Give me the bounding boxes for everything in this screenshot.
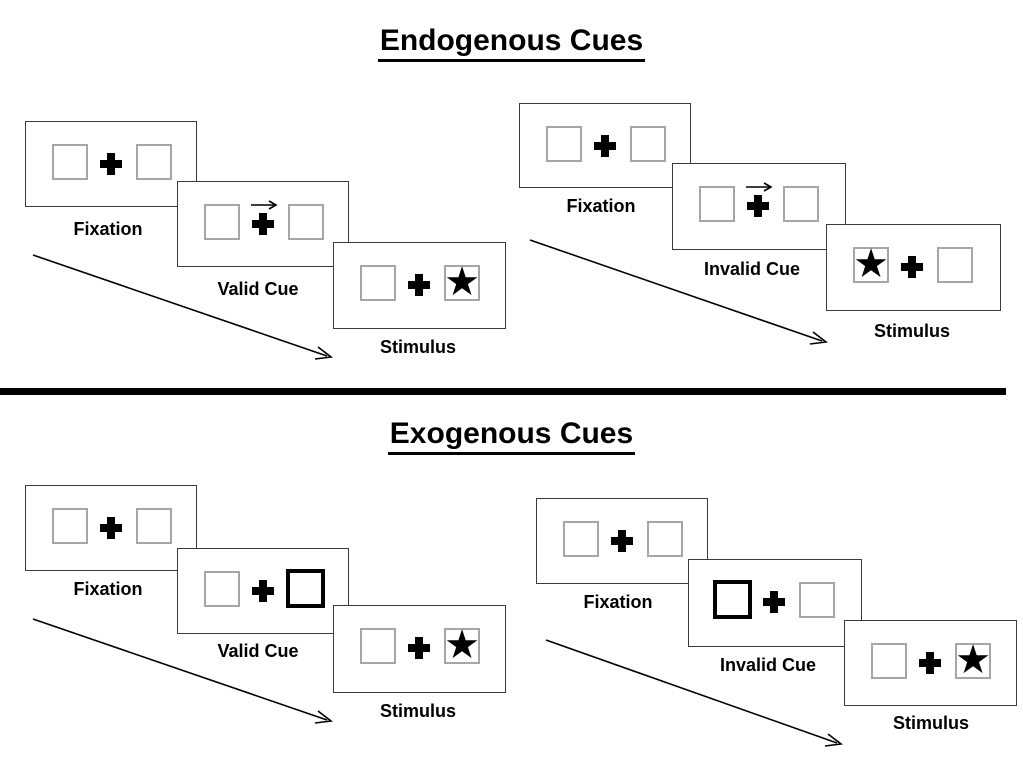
section-divider <box>0 388 1006 395</box>
right-box <box>136 144 172 180</box>
fixation-panel <box>519 103 691 188</box>
target-star-icon: ★ <box>444 259 480 305</box>
exogenous-title: Exogenous Cues <box>0 417 1023 455</box>
stimulus-label: Stimulus <box>873 321 951 341</box>
left-box <box>52 508 88 544</box>
fixation-cross-icon <box>901 256 923 278</box>
fixation-cross-icon <box>611 530 633 552</box>
fixation-panel <box>25 485 197 571</box>
cue-label: Invalid Cue <box>703 259 801 279</box>
target-star-icon: ★ <box>955 637 991 683</box>
left-box <box>871 643 907 679</box>
cue-panel <box>177 548 349 634</box>
fixation-cross-icon <box>408 637 430 659</box>
fixation-cross-icon <box>747 195 769 217</box>
fixation-cross-icon <box>252 580 274 602</box>
stimulus-panel: ★ <box>333 242 506 329</box>
cue-arrow-icon <box>746 182 773 192</box>
cue-panel <box>672 163 846 250</box>
cue-label: Invalid Cue <box>719 655 817 675</box>
fixation-cross-icon <box>408 274 430 296</box>
fixation-cross-icon <box>252 213 274 235</box>
fixation-label: Fixation <box>566 196 636 216</box>
cue-box-bold <box>286 569 325 608</box>
right-box: ★ <box>955 637 991 683</box>
left-box <box>204 204 240 240</box>
right-box <box>799 582 835 618</box>
endogenous-title: Endogenous Cues <box>0 24 1023 62</box>
sequence-arrow-icon <box>545 639 844 747</box>
stimulus-panel: ★ <box>826 224 1001 311</box>
sequence-arrow-icon <box>32 254 334 360</box>
left-box <box>360 628 396 664</box>
fixation-panel <box>25 121 197 207</box>
fixation-cross-icon <box>100 517 122 539</box>
cue-label: Valid Cue <box>217 279 299 299</box>
sequence-arrow-icon <box>32 618 334 724</box>
right-box <box>136 508 172 544</box>
right-box <box>647 521 683 557</box>
endogenous-title-text: Endogenous Cues <box>377 24 646 62</box>
cue-label: Valid Cue <box>217 641 299 661</box>
exogenous-title-text: Exogenous Cues <box>387 417 636 455</box>
right-box: ★ <box>444 622 480 668</box>
fixation-cross-icon <box>594 135 616 157</box>
stimulus-label: Stimulus <box>892 713 970 733</box>
stimulus-label: Stimulus <box>379 701 457 721</box>
left-box <box>563 521 599 557</box>
right-box <box>630 126 666 162</box>
left-box <box>204 571 240 607</box>
cue-arrow-icon <box>251 200 278 210</box>
target-star-icon: ★ <box>853 241 889 287</box>
fixation-cross-icon <box>763 591 785 613</box>
right-box <box>937 247 973 283</box>
left-box: ★ <box>853 241 889 287</box>
cue-panel <box>688 559 862 647</box>
fixation-cross-icon <box>100 153 122 175</box>
left-box <box>360 265 396 301</box>
sequence-arrow-icon <box>529 239 829 345</box>
fixation-label: Fixation <box>583 592 653 612</box>
stimulus-label: Stimulus <box>379 337 457 357</box>
left-box <box>699 186 735 222</box>
left-box <box>546 126 582 162</box>
target-star-icon: ★ <box>444 622 480 668</box>
fixation-cross-icon <box>919 652 941 674</box>
fixation-label: Fixation <box>73 219 143 239</box>
stimulus-panel: ★ <box>844 620 1017 706</box>
cue-panel <box>177 181 349 267</box>
right-box: ★ <box>444 259 480 305</box>
right-box <box>783 186 819 222</box>
stimulus-panel: ★ <box>333 605 506 693</box>
right-box <box>288 204 324 240</box>
fixation-panel <box>536 498 708 584</box>
left-box <box>52 144 88 180</box>
fixation-label: Fixation <box>73 579 143 599</box>
cue-box-bold <box>713 580 752 619</box>
